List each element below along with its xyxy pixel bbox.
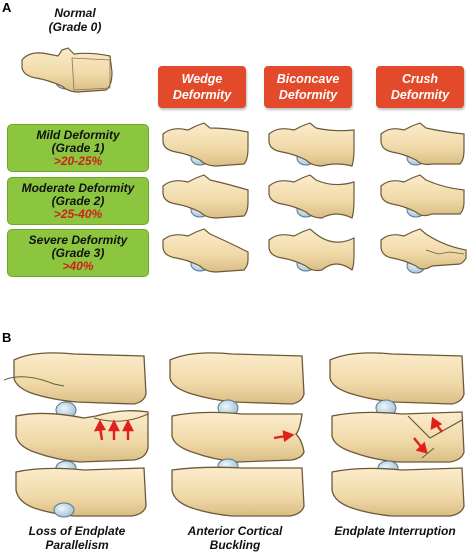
vertebra-crush-grade3 [380,228,467,274]
caption-endplate-interruption: Endplate Interruption [318,524,472,538]
vertebra-crush-grade1 [380,122,465,166]
normal-label-line1: Normal [54,6,96,20]
header-biconcave-line1: Biconcave [276,72,340,86]
grade2-line2: (Grade 2) [51,193,105,208]
header-biconcave-deformity: Biconcave Deformity [264,66,352,108]
grade2-moderate-box: Moderate Deformity (Grade 2) >25-40% [7,177,149,225]
caption1-line2: Parallelism [45,538,109,552]
vertebra-biconcave-grade3 [268,228,355,272]
grade3-severe-box: Severe Deformity (Grade 3) >40% [7,229,149,277]
grade1-line1: Mild Deformity [36,127,120,142]
caption-loss-endplate-parallelism: Loss of Endplate Parallelism [2,524,152,552]
grade1-percent: >20-25% [53,153,103,168]
spine-anterior-cortical-buckling [169,352,305,517]
caption3-line1: Endplate Interruption [334,524,456,538]
vertebra-biconcave-grade2 [268,174,355,219]
caption2-line2: Buckling [209,538,261,552]
vertebra-wedge-grade3 [162,228,249,273]
grade2-line1: Moderate Deformity [21,180,135,195]
caption2-line1: Anterior Cortical [187,524,283,538]
grade3-line2: (Grade 3) [51,245,105,260]
grade1-line2: (Grade 1) [51,140,105,155]
grade2-percent: >25-40% [53,206,103,221]
spine-endplate-interruption [329,352,465,517]
grade3-percent: >40% [62,258,94,273]
vertebra-biconcave-grade1 [268,122,355,167]
header-crush-line1: Crush [401,72,439,86]
panel-b-letter: B [2,330,12,345]
spine-loss-endplate-parallelism [4,352,149,518]
vertebra-crush-grade2 [380,174,465,218]
header-crush-line2: Deformity [390,88,450,102]
caption-anterior-cortical-buckling: Anterior Cortical Buckling [160,524,310,552]
grade3-line1: Severe Deformity [28,232,128,247]
header-wedge-line2: Deformity [172,88,232,102]
caption1-line1: Loss of Endplate [28,524,126,538]
normal-label-line2: (Grade 0) [48,20,102,34]
vertebra-wedge-grade2 [162,174,249,219]
panel-a-letter: A [2,0,12,15]
header-biconcave-line2: Deformity [278,88,338,102]
normal-grade0-label: Normal (Grade 0) [40,6,110,34]
header-crush-deformity: Crush Deformity [376,66,464,108]
normal-vertebra-illustration [21,47,113,93]
grade1-mild-box: Mild Deformity (Grade 1) >20-25% [7,124,149,172]
header-wedge-line1: Wedge [181,72,223,86]
vertebra-wedge-grade1 [162,122,249,167]
header-wedge-deformity: Wedge Deformity [158,66,246,108]
